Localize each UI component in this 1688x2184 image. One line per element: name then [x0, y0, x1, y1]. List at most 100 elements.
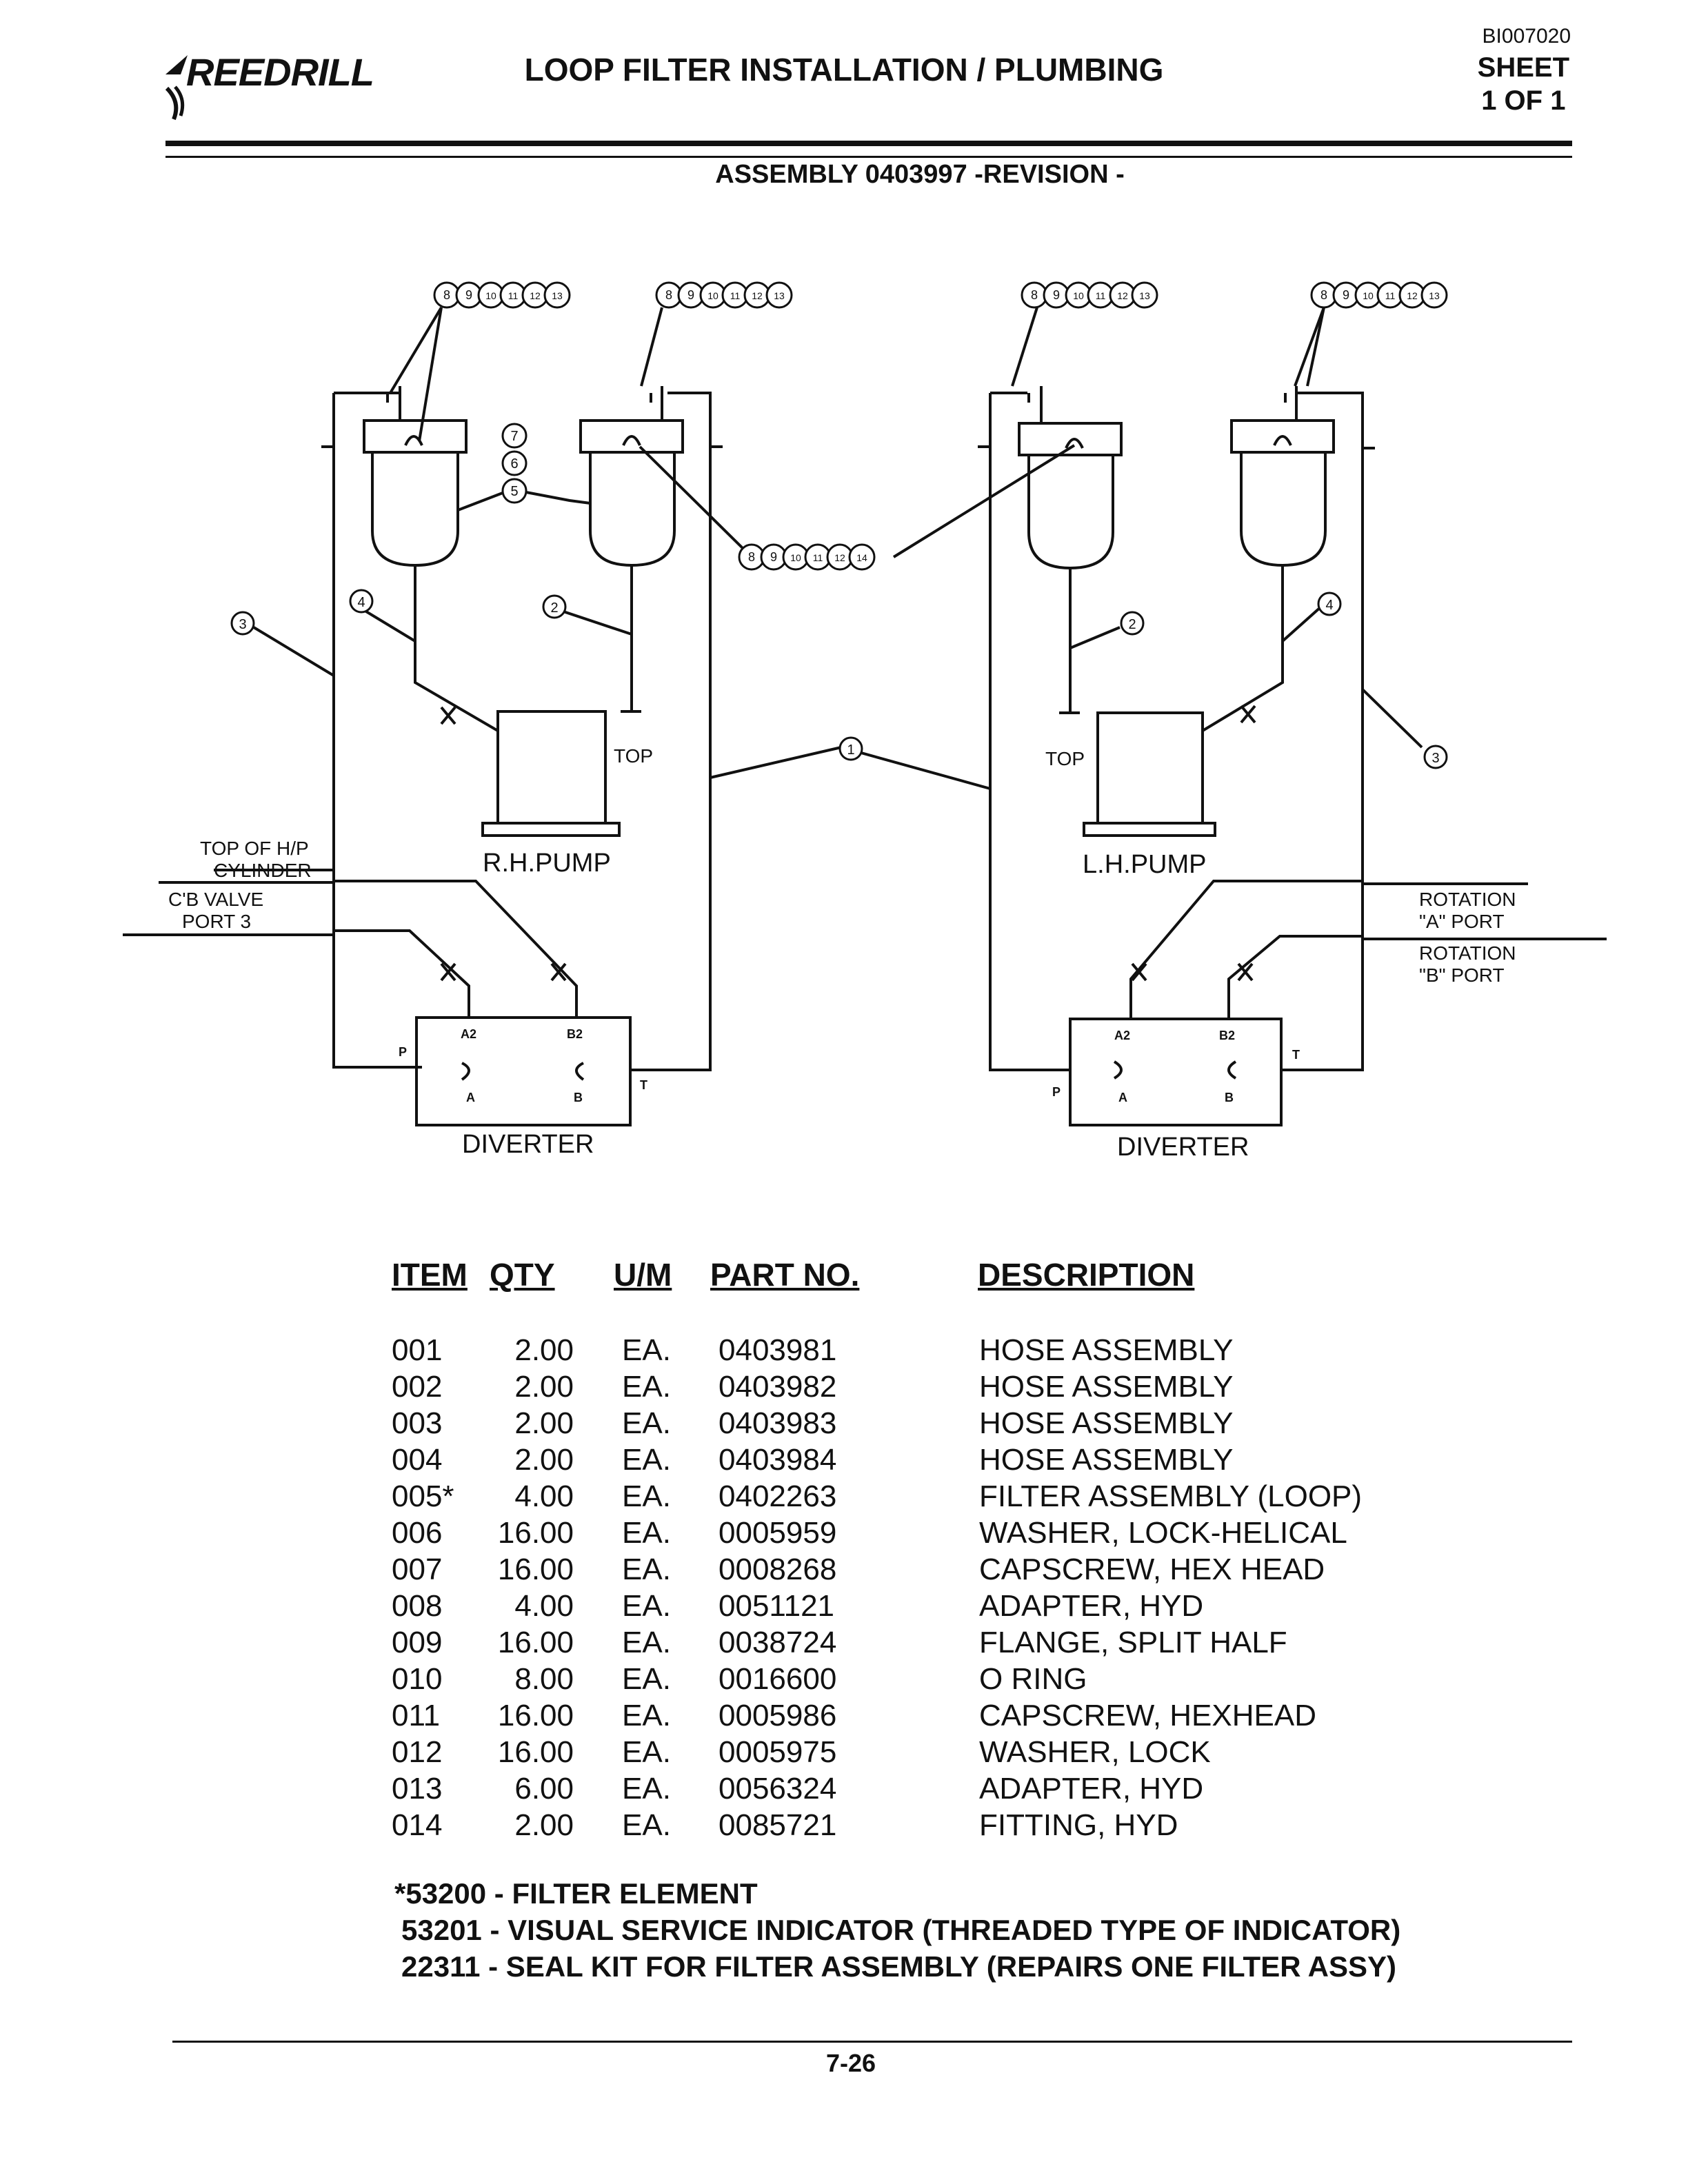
rotation-b-label-2: "B" PORT [1419, 964, 1505, 986]
header-rule-thin [165, 156, 1572, 158]
brand-logo-mark [165, 55, 188, 121]
brand-logo: REEDRILL [186, 50, 374, 94]
cell-part: 0056324 [719, 1772, 837, 1806]
callout-bubble [501, 450, 528, 476]
cell-qty: 8.00 [514, 1662, 574, 1696]
cell-item: 012 [392, 1735, 443, 1769]
callout-number: 12 [1407, 290, 1418, 301]
cell-desc: CAPSCREW, HEX HEAD [979, 1553, 1325, 1586]
right-port-a2: A2 [1114, 1029, 1130, 1042]
callout-bubble [1131, 281, 1158, 309]
callout-bubble [765, 281, 793, 309]
callout-number: 11 [730, 290, 741, 301]
callout-stack: 765 [501, 423, 528, 504]
callout-number: 6 [510, 456, 518, 472]
right-port-b: B [1225, 1091, 1234, 1104]
callout-number: 13 [774, 290, 785, 301]
cell-item: 001 [392, 1333, 443, 1367]
callout-number: 8 [748, 550, 755, 564]
cell-part: 0005959 [719, 1516, 837, 1550]
left-port-b: B [574, 1091, 583, 1104]
cell-desc: CAPSCREW, HEXHEAD [979, 1699, 1316, 1732]
callout-number: 12 [530, 290, 541, 301]
cell-desc: FLANGE, SPLIT HALF [979, 1626, 1287, 1659]
callout-number: 10 [790, 552, 801, 563]
left-port-t: T [640, 1078, 647, 1092]
header-description: DESCRIPTION [978, 1257, 1195, 1293]
right-port-b2: B2 [1219, 1029, 1235, 1042]
cell-qty: 6.00 [514, 1772, 574, 1806]
sheet-label: SHEET [1477, 52, 1569, 83]
cell-qty: 4.00 [514, 1479, 574, 1513]
cell-qty: 2.00 [514, 1443, 574, 1477]
sheet-indicator: SHEET 1 OF 1 [1478, 51, 1569, 117]
cell-part: 0038724 [719, 1626, 837, 1659]
cell-um: EA. [622, 1699, 671, 1732]
cell-item: 005* [392, 1479, 454, 1513]
header-rule-thick [165, 141, 1572, 146]
cell-item: 010 [392, 1662, 443, 1696]
rotation-b-label: ROTATION [1419, 942, 1516, 964]
callout-number: 14 [856, 552, 867, 563]
diverter-label-right: DIVERTER [1117, 1133, 1249, 1162]
cell-desc: FITTING, HYD [979, 1808, 1178, 1842]
header-part-no: PART NO. [710, 1257, 860, 1293]
cell-um: EA. [622, 1333, 671, 1367]
callout-bubble [501, 423, 528, 449]
cell-qty: 16.00 [497, 1553, 574, 1586]
cell-desc: HOSE ASSEMBLY [979, 1443, 1234, 1477]
cell-qty: 16.00 [497, 1735, 574, 1769]
cell-um: EA. [622, 1516, 671, 1550]
cell-part: 0005986 [719, 1699, 837, 1732]
callout-number: 12 [752, 290, 763, 301]
svg-text:3: 3 [239, 617, 246, 632]
callout-number: 9 [687, 288, 694, 302]
cell-qty: 16.00 [497, 1699, 574, 1732]
note-seal-kit: 22311 - SEAL KIT FOR FILTER ASSEMBLY (RE… [401, 1950, 1397, 1983]
cell-desc: O RING [979, 1662, 1087, 1696]
left-port-a2: A2 [461, 1027, 476, 1041]
svg-text:2: 2 [550, 600, 558, 616]
callout-number: 13 [552, 290, 563, 301]
callout-number: 9 [770, 550, 777, 564]
cell-um: EA. [622, 1735, 671, 1769]
cell-part: 0008268 [719, 1553, 837, 1586]
svg-text:4: 4 [1325, 598, 1333, 613]
diverter-label-left: DIVERTER [462, 1130, 594, 1159]
callout-bubble [1420, 281, 1448, 309]
cell-part: 0402263 [719, 1479, 837, 1513]
header-qty: QTY [490, 1257, 555, 1293]
cell-part: 0403983 [719, 1406, 837, 1440]
cell-desc: HOSE ASSEMBLY [979, 1333, 1234, 1367]
cb-valve-label-2: PORT 3 [182, 911, 251, 932]
note-service-indicator: 53201 - VISUAL SERVICE INDICATOR (THREAD… [401, 1914, 1401, 1946]
callout-3-right: 3 [1423, 745, 1448, 769]
cell-qty: 2.00 [514, 1370, 574, 1404]
right-port-t: T [1292, 1048, 1300, 1062]
left-port-p: P [399, 1045, 407, 1059]
callout-3-left: 3 [230, 611, 255, 636]
sheet-value: 1 OF 1 [1481, 85, 1566, 116]
callout-number: 11 [813, 552, 823, 563]
svg-text:1: 1 [847, 742, 854, 758]
callout-number: 8 [443, 288, 450, 302]
svg-text:3: 3 [1431, 751, 1439, 766]
lh-pump-label: L.H.PUMP [1083, 850, 1206, 879]
page-number: 7-26 [825, 2049, 876, 2077]
callout-2-left: 2 [542, 594, 567, 619]
note-filter-element: *53200 - FILTER ELEMENT [394, 1877, 758, 1910]
cell-item: 008 [392, 1589, 443, 1623]
cell-qty: 4.00 [514, 1589, 574, 1623]
callout-bubble [543, 281, 571, 309]
